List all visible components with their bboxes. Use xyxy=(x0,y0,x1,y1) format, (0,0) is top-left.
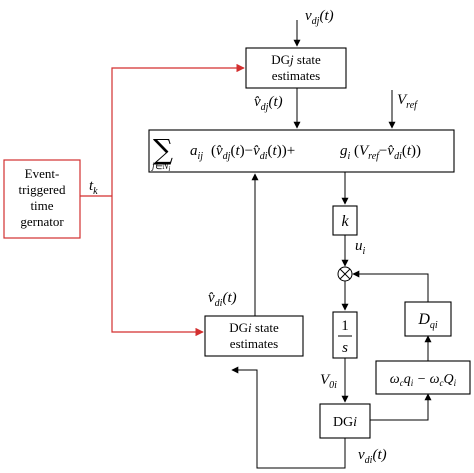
consensus-term-g: gi xyxy=(340,143,351,162)
integrator-den: s xyxy=(342,340,348,356)
consensus-expression: ∑ j∈Ni aij (v̂dj(t)−v̂di(t))+ gi (Vref−v… xyxy=(151,133,421,173)
dgj-block-line1: DGj state xyxy=(271,52,321,67)
power-filter-label: ωcqi − ωcQi xyxy=(390,372,457,388)
consensus-term-ref: (Vref−v̂di(t)) xyxy=(354,143,421,162)
event-line-4: gernator xyxy=(20,214,64,229)
label-vdi-bottom: vdi(t) xyxy=(358,447,387,466)
sum-index: j∈Ni xyxy=(151,161,170,173)
label-vref: Vref xyxy=(397,92,418,111)
label-v0i: V0i xyxy=(320,372,337,391)
dgi-block-line1: DGi state xyxy=(229,320,279,335)
wire-event-to-dgj xyxy=(111,63,245,196)
label-vhat-di: v̂di(t) xyxy=(208,290,237,309)
consensus-block xyxy=(148,129,455,173)
event-triggered-generator-block xyxy=(3,159,81,239)
junction-cross-b xyxy=(339,268,351,280)
integrator-block xyxy=(332,311,358,359)
integrator-num: 1 xyxy=(341,318,349,334)
consensus-term-a: aij xyxy=(190,143,203,162)
label-vdj-top: vdj(t) xyxy=(305,8,334,27)
dgj-block-line2: estimates xyxy=(272,68,320,83)
wire-event-to-dgi xyxy=(111,196,204,337)
dgi-block xyxy=(319,403,371,439)
gain-k-block xyxy=(332,205,358,236)
dgi-label: DGi xyxy=(333,415,357,430)
wire-vdi-feedback xyxy=(231,366,346,469)
label-vhat-dj: v̂dj(t) xyxy=(254,94,283,113)
event-line-1: Event- xyxy=(25,166,60,181)
sum-symbol: ∑ xyxy=(153,133,173,166)
dgi-block-line2: estimates xyxy=(230,336,278,351)
droop-dqi-block xyxy=(404,301,452,337)
dgj-state-estimates-block xyxy=(245,47,347,89)
label-ui: ui xyxy=(355,238,366,257)
label-tk: tk xyxy=(89,178,98,197)
consensus-term-diff: (v̂dj(t)−v̂di(t))+ xyxy=(211,143,295,162)
power-filter-block xyxy=(375,360,471,395)
wire-droop-to-junction xyxy=(352,270,429,302)
event-line-3: time xyxy=(30,198,53,213)
wire-dgi-to-power xyxy=(370,393,432,421)
event-line-2: triggered xyxy=(19,182,66,197)
dgi-state-estimates-block xyxy=(204,315,304,357)
droop-label: Dqi xyxy=(417,311,438,331)
gain-k-label: k xyxy=(341,213,349,230)
